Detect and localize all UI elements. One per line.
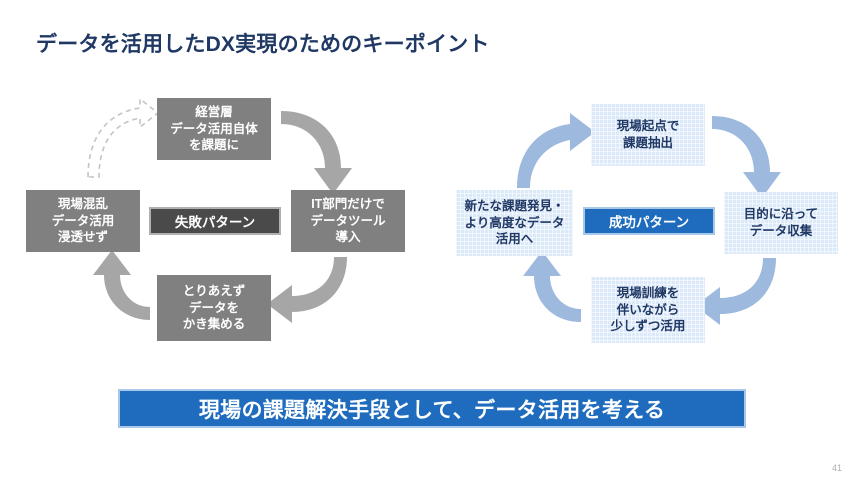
success-arrow-bottom-left: [523, 251, 581, 322]
success-node-purpose-driven-collection[interactable]: 目的に沿って データ収集: [724, 192, 838, 254]
page-title: データを活用したDX実現のためのキーポイント: [36, 33, 490, 56]
success-node-gradual-use-with-training[interactable]: 現場訓練を 伴いながら 少しずつ活用: [591, 277, 705, 343]
conclusion-banner: 現場の課題解決手段として、データ活用を考える: [118, 389, 746, 428]
success-arrow-right-bottom: [695, 258, 776, 325]
success-arrow-top-right: [712, 116, 781, 198]
page-number: 41: [831, 463, 842, 473]
failure-pattern-badge[interactable]: 失敗パターン: [149, 207, 281, 235]
success-arrow-left-top: [517, 113, 595, 188]
failure-arrow-top-right: [281, 111, 352, 194]
success-pattern-badge[interactable]: 成功パターン: [583, 207, 715, 235]
failure-node-site-confusion[interactable]: 現場混乱 データ活用 浸透せず: [26, 190, 140, 252]
success-node-site-origin-issue[interactable]: 現場起点で 課題抽出: [591, 104, 705, 166]
failure-node-it-dept-only[interactable]: IT部門だけで データツール 導入: [291, 190, 405, 252]
failure-arrow-right-bottom: [267, 257, 347, 323]
failure-node-gather-data[interactable]: とりあえず データを かき集める: [157, 275, 271, 341]
failure-node-exec-layer[interactable]: 経営層 データ活用自体 を課題に: [157, 98, 271, 160]
success-node-new-issues-advanced-use[interactable]: 新たな課題発見・ より高度なデータ 活用へ: [456, 190, 573, 256]
ghost-arrow-dashed: [87, 98, 159, 178]
failure-arrow-bottom-left: [93, 250, 150, 320]
